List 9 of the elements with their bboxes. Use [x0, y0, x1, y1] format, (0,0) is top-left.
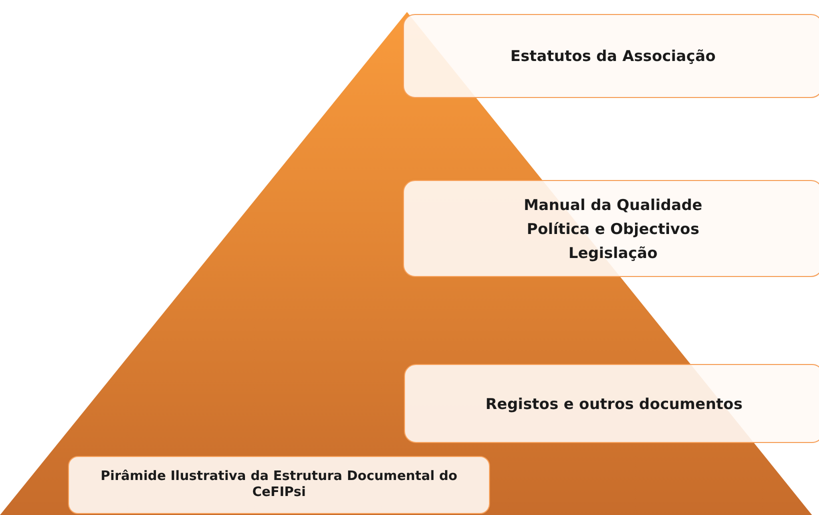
- box-text: Manual da Qualidade: [524, 196, 702, 214]
- box-text: Registos e outros documentos: [485, 394, 743, 412]
- box-text: Política e Objectivos: [526, 220, 700, 238]
- box-text: Pirâmide Ilustrativa da Estrutura Documental do CeFIPsi: [100, 469, 458, 501]
- text-box: [403, 180, 819, 277]
- box-text: Legislação: [568, 244, 658, 262]
- text-box: [403, 14, 819, 98]
- text-box: [404, 364, 819, 443]
- box-text: Estatutos da Associação: [510, 47, 716, 65]
